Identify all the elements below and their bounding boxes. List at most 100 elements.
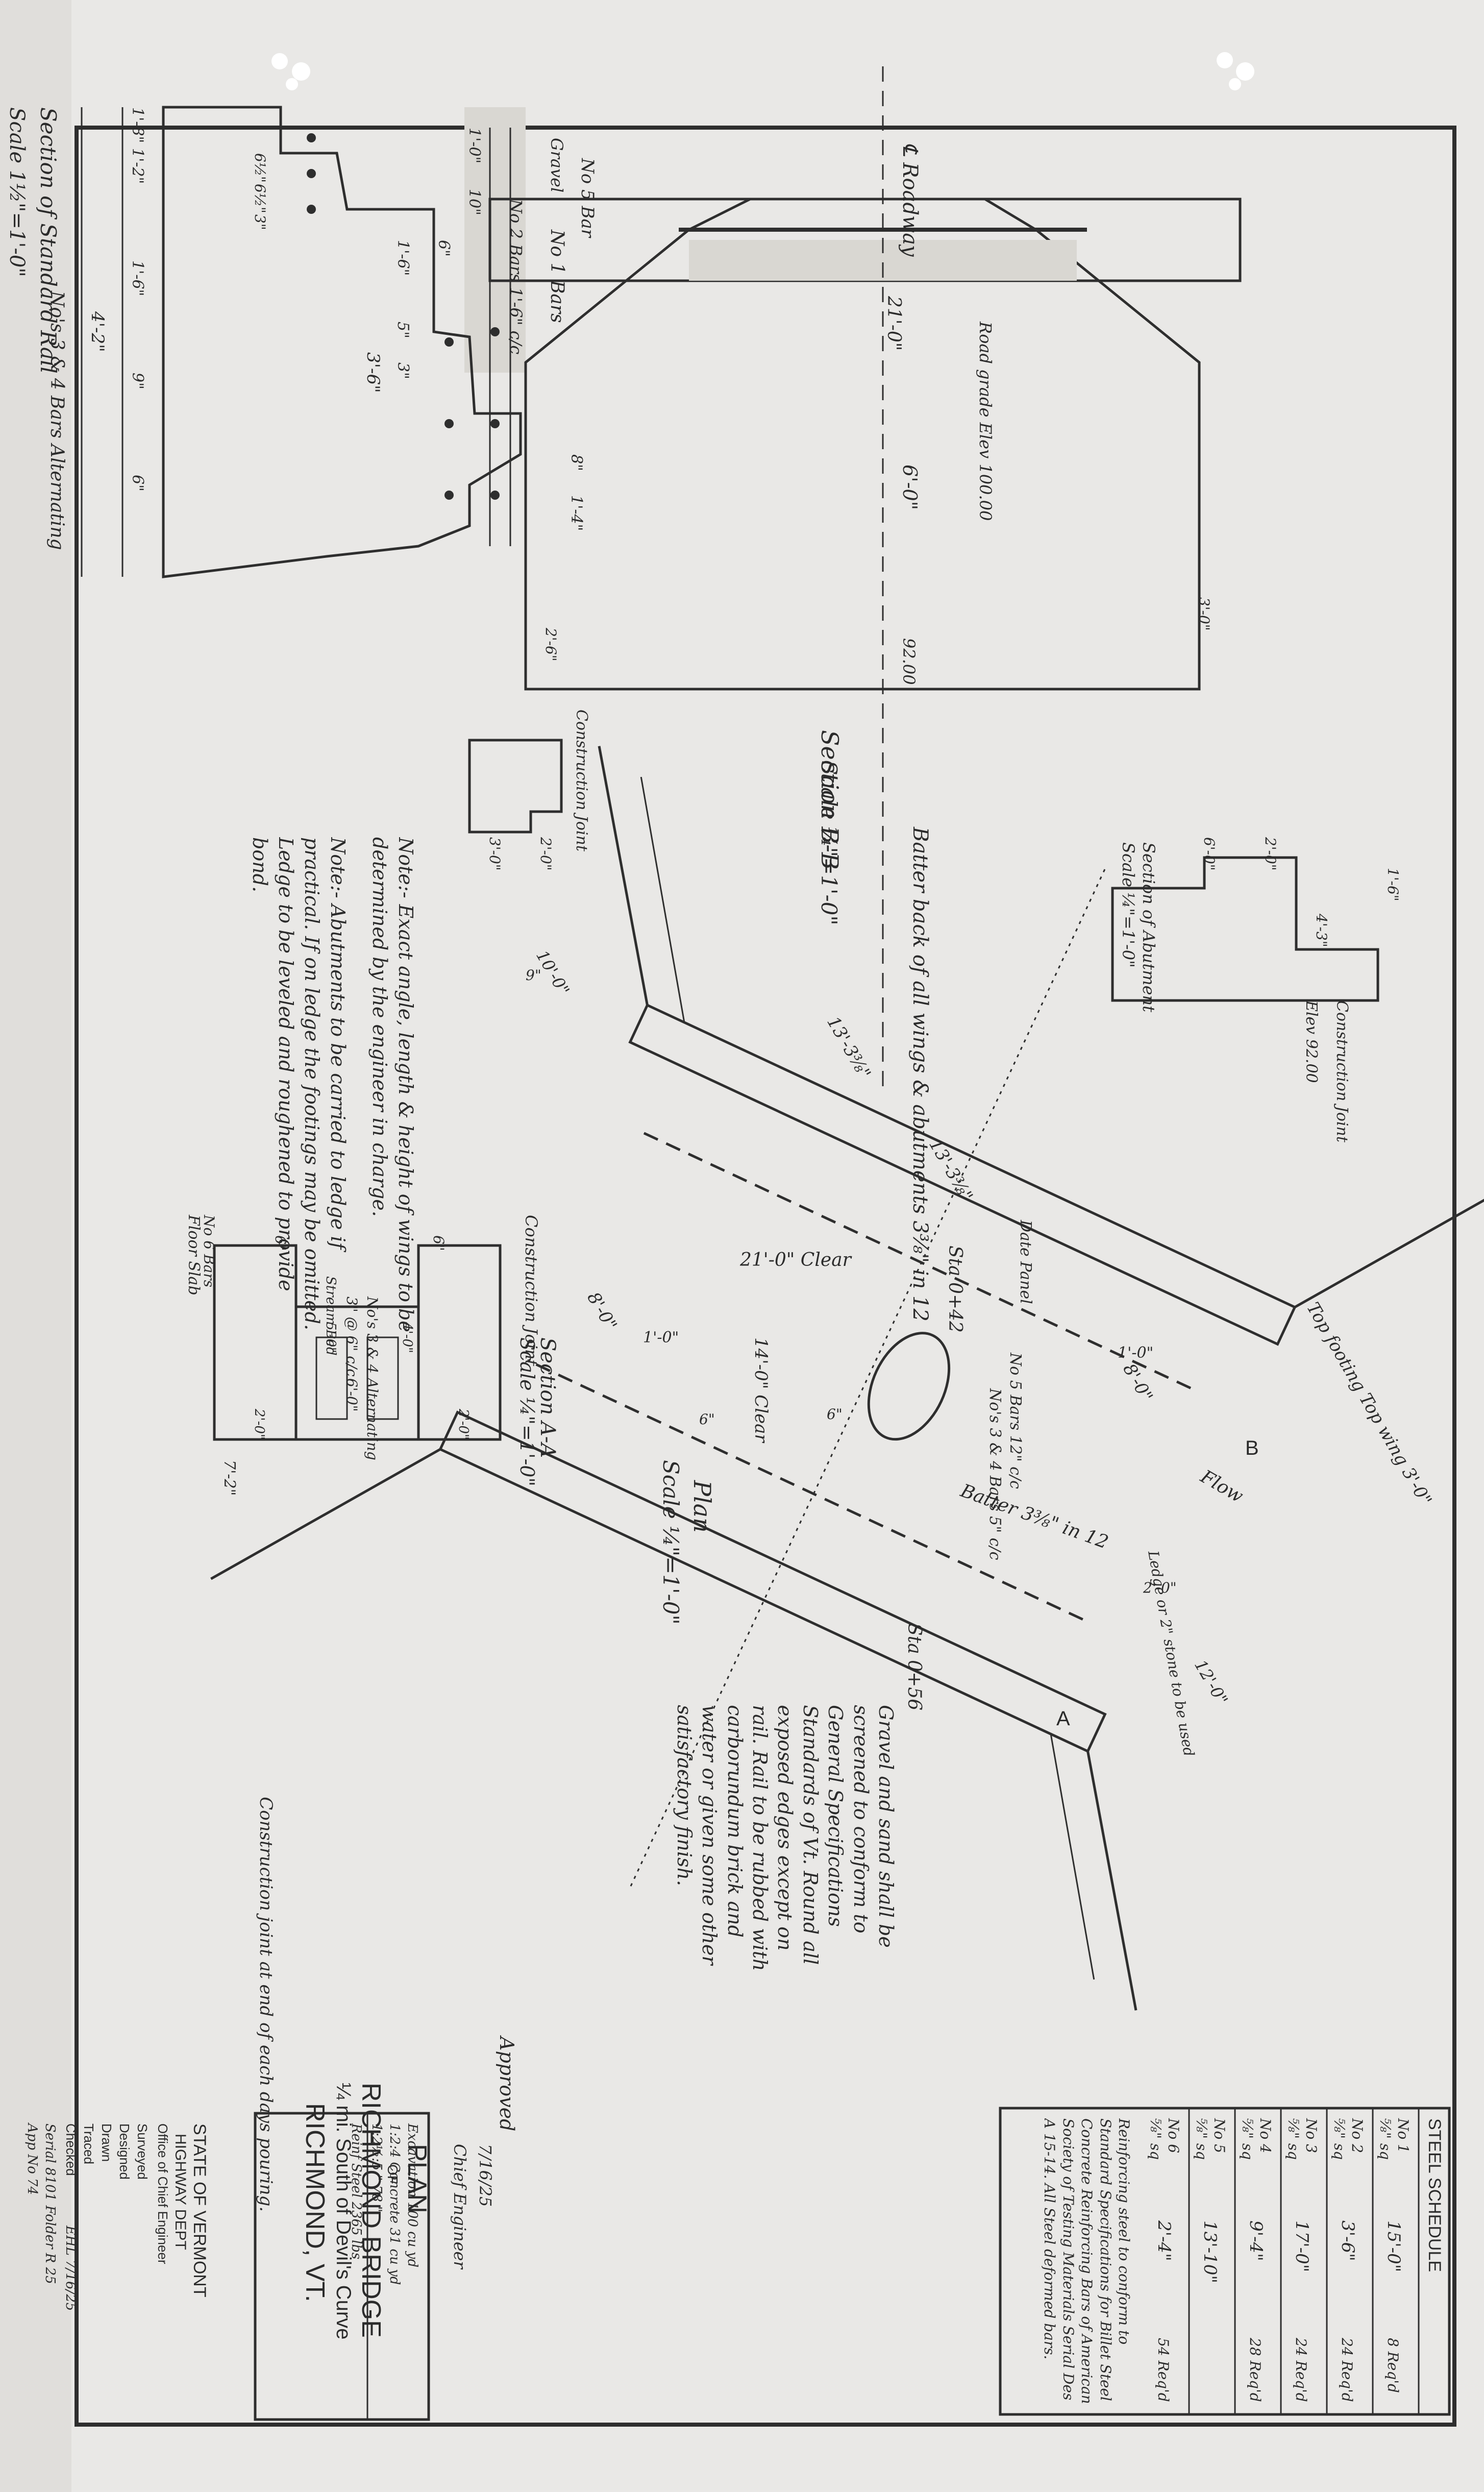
steel-schedule-frame <box>999 2107 1451 2416</box>
section-bb-outline <box>524 198 1201 691</box>
plan-clear-14: 14'-0" Clear <box>751 1337 771 1443</box>
section-bb: ℄ Roadway 21'-0" Road grade Elev 100.00 … <box>488 66 1242 1087</box>
plan-title: Plan <box>688 1480 716 1533</box>
title-name: RICHMOND BRIDGE <box>356 2083 386 2338</box>
steel-note: Reinforcing steel to conform to Standard… <box>1041 2118 1132 2404</box>
punch-holes <box>271 52 1254 90</box>
plan-date-panel <box>867 1332 951 1441</box>
title-text: PLAN OF RICHMOND BRIDGE ¼ mi. South of D… <box>300 2083 432 2339</box>
gravel-note: Gravel and sand shall be screened to con… <box>673 1705 897 1971</box>
abutment-elev: Elev 92.00 <box>1302 1000 1320 1083</box>
rail-dim-3: 1'-6" <box>394 240 412 276</box>
rail-no1-label: No 1 Bars <box>547 229 567 323</box>
section-bb-width: 21'-0" <box>883 296 904 351</box>
plan-a-marker: A <box>1056 1707 1070 1730</box>
title-drawn: Drawn <box>99 2123 114 2162</box>
joint-label: Construction Joint <box>573 710 590 852</box>
title-surveyed: Surveyed <box>135 2123 150 2180</box>
steel-row-req: 24 Req'd <box>1293 2337 1309 2402</box>
section-aa-scale: Scale ¼"=1'-0" <box>516 1337 538 1486</box>
title-town: RICHMOND, VT. <box>300 2103 330 2302</box>
rail-section: No 5 Bar No 2 Bars 1'-6" c/c No 1 Bars G… <box>5 106 598 578</box>
rail-dim-17: 6½" <box>252 184 268 213</box>
steel-row-size: ⅝" sq <box>1285 2118 1302 2160</box>
rail-outline <box>162 106 522 578</box>
rail-scale: Scale 1½"=1'-0" <box>5 107 29 277</box>
abutment-dim-2: 6'-0" <box>1201 837 1218 871</box>
section-bb-roadway: ℄ Roadway <box>898 143 922 257</box>
steel-row-length: 2'-4" <box>1154 2220 1174 2261</box>
title-dept: HIGHWAY DEPT <box>172 2134 189 2250</box>
abutment-section: Section of Abutment Scale ¼"=1'-0" Const… <box>1111 837 1401 1143</box>
plan-no34: No's 3 & 4 Bars 5" c/c <box>986 1388 1004 1560</box>
rail-dim-13: 6" <box>129 475 146 492</box>
chief-engineer: Chief Engineer <box>450 2144 469 2269</box>
steel-row-no: No 1 <box>1395 2118 1412 2153</box>
abutment-outline <box>1111 856 1379 1002</box>
section-aa-floor: Floor Slab <box>185 1214 203 1296</box>
plan-sta1: Sta 0+42 <box>945 1245 966 1333</box>
rail-dim-18: 3" <box>252 214 268 230</box>
rail-dim-12: 9" <box>129 373 146 389</box>
abutment-title: Section of Abutment <box>1139 842 1158 1012</box>
plan-clear: 21'-0" Clear <box>739 1250 852 1271</box>
notes-fo: Note:- Exact angle, length & height of w… <box>249 837 417 1332</box>
paper-shade <box>0 0 71 2492</box>
title-app-no: App No 74 <box>24 2122 40 2195</box>
section-aa-slab-void-1 <box>366 1336 399 1420</box>
rail-dim-2: 10" <box>465 189 483 215</box>
construction-joint-detail: Construction Joint 2'-0" 3'-0" <box>468 710 590 871</box>
plan-deck-right <box>438 1410 1107 1753</box>
section-aa-dim-3: 7'-2" <box>220 1460 238 1496</box>
rail-dim-6: 6" <box>435 240 453 257</box>
plan-dim-10: 6" <box>827 1406 843 1423</box>
plan-dim-11: 9" <box>526 967 541 984</box>
steel-row-no: No 6 <box>1165 2118 1182 2153</box>
rail-no34-label: No's 3 & 4 Bars Alternating <box>46 290 67 550</box>
section-aa-joint: Construction Joint <box>522 1215 541 1366</box>
abutment-scale: Scale ¼"=1'-0" <box>1119 842 1138 968</box>
joint-dim-1: 2'-0" <box>537 837 554 871</box>
section-aa-spacing: 3" @ 6" c/c <box>343 1297 360 1377</box>
joint-dim-2: 3'-0" <box>486 837 503 871</box>
rail-dim-7: 3'-6" <box>363 352 383 393</box>
section-aa-dim-8: 2'-0" <box>252 1408 267 1440</box>
approved: Approved <box>496 2035 518 2131</box>
steel-row-no: No 4 <box>1257 2118 1274 2153</box>
rail-gravel-label: Gravel <box>547 138 566 192</box>
plan-b-marker: B <box>1245 1437 1259 1459</box>
gravel-note-fo: Gravel and sand shall be screened to con… <box>673 1705 897 1971</box>
section-aa-no6: No 6 Bars <box>201 1214 217 1287</box>
plan-date-panel-label: Date Panel <box>1017 1219 1034 1304</box>
approved-by: 7/16/25 <box>476 2144 495 2207</box>
plan-sta2: Sta 0+56 <box>904 1623 925 1711</box>
title-state: STATE OF VERMONT <box>190 2123 209 2298</box>
section-bb-road-grade: Road grade Elev 100.00 <box>976 321 995 521</box>
steel-row-length: 15'-0" <box>1383 2220 1404 2272</box>
steel-row-req: 24 Req'd <box>1339 2337 1355 2402</box>
title-office: STATE OF VERMONT HIGHWAY DEPT Office of … <box>24 2122 209 2311</box>
section-aa-dim-7: 2'-0" <box>456 1408 471 1440</box>
plan-dim-8: 1'-0" <box>1118 1344 1153 1362</box>
steel-row-length: 9'-4" <box>1246 2220 1266 2261</box>
plan-dim-7: 1'-0" <box>643 1329 679 1347</box>
section-aa-dim-4: 4'-0" <box>400 1322 415 1353</box>
steel-row-size: ⅝" sq <box>1331 2118 1348 2160</box>
abutment-dim-1: 2'-0" <box>1262 837 1279 871</box>
quantity-2: 1:2:4 Concrete 31 cu yd <box>387 2123 402 2285</box>
rail-dim-10: 1'-2" <box>129 148 146 184</box>
sheet-border <box>75 126 1456 2427</box>
steel-row-no: No 3 <box>1303 2118 1320 2153</box>
plan-wing-2 <box>1294 1176 1484 1308</box>
abutment-dim-4: 1'-6" <box>1384 868 1401 901</box>
steel-row-length: 13'-10" <box>1200 2220 1220 2283</box>
plan-batter: Batter back of all wings & abutments 3⅜"… <box>908 826 932 1322</box>
joint-outline <box>468 739 563 834</box>
section-bb-footing2: 2'-6" <box>542 627 559 662</box>
quantity-3: 1:2½:5 " 78 " <box>369 2123 384 2212</box>
steel-row-size: ⅝" sq <box>1377 2118 1394 2160</box>
rail-rebar-dots <box>307 133 500 500</box>
